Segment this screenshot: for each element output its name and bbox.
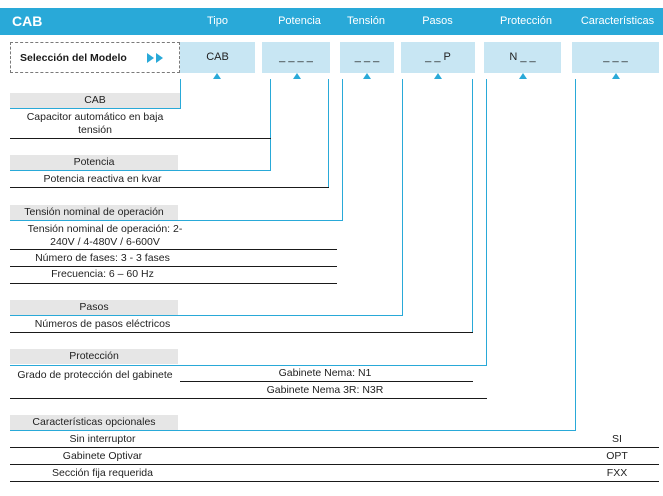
feature-label: Sin interruptor	[69, 433, 136, 445]
section-desc-proteccion: Grado de protección del gabinete	[17, 369, 173, 381]
section-desc-pasos: Números de pasos eléctricos	[34, 318, 171, 330]
divider-line	[10, 266, 337, 267]
section-title-potencia: Potencia	[10, 155, 178, 170]
brand-title: CAB	[12, 13, 43, 29]
play-arrow-icon	[156, 53, 163, 63]
feature-code: FXX	[606, 467, 628, 479]
section-title-tension: Tensión nominal de operación	[10, 205, 178, 220]
code-cell-potencia: _ _ _ _	[262, 42, 330, 73]
code-cell-tension: _ _ _	[340, 42, 394, 73]
tension-row-frequency: Frecuencia: 6 – 60 Hz	[51, 268, 154, 280]
divider-line	[10, 481, 659, 482]
divider-line	[10, 398, 487, 399]
connector-line	[402, 79, 403, 316]
column-header-tension: Tensión	[347, 15, 385, 27]
section-title-proteccion: Protección	[10, 349, 178, 364]
divider-line	[180, 381, 473, 382]
model-selector-label: Selección del Modelo	[20, 52, 127, 64]
proteccion-option-n3r: Gabinete Nema 3R: N3R	[266, 384, 384, 396]
code-cell-proteccion: N _ _	[484, 42, 561, 73]
tension-row-phases: Número de fases: 3 - 3 fases	[35, 252, 170, 264]
pointer-triangle-icon	[363, 73, 371, 79]
column-header-potencia: Potencia	[278, 15, 321, 27]
feature-label: Gabinete Optivar	[62, 450, 143, 462]
divider-line	[10, 332, 473, 333]
feature-label: Sección fija requerida	[52, 467, 153, 479]
connector-line	[575, 79, 576, 430]
connector-line	[10, 170, 271, 171]
code-cell-caracteristicas: _ _ _	[572, 42, 659, 73]
pointer-triangle-icon	[213, 73, 221, 79]
pointer-triangle-icon	[612, 73, 620, 79]
divider-line	[10, 464, 659, 465]
feature-code: SI	[612, 433, 622, 445]
column-header-tipo: Tipo	[207, 15, 228, 27]
divider-line	[10, 187, 329, 188]
section-title-pasos: Pasos	[10, 300, 178, 315]
column-header-proteccion: Protección	[500, 15, 552, 27]
connector-line	[486, 79, 487, 366]
connector-line	[180, 79, 181, 108]
column-header-pasos: Pasos	[422, 15, 453, 27]
section-title-cab: CAB	[10, 93, 180, 108]
divider-line	[10, 138, 271, 139]
connector-line	[342, 79, 343, 221]
connector-line	[10, 108, 181, 109]
divider-line	[10, 283, 337, 284]
feature-code: OPT	[606, 450, 628, 462]
connector-line	[270, 79, 271, 170]
header-bar	[0, 8, 663, 35]
connector-line	[10, 365, 487, 366]
code-cell-tipo: CAB	[180, 42, 255, 73]
divider-line	[10, 447, 659, 448]
pointer-triangle-icon	[519, 73, 527, 79]
connector-line	[10, 220, 343, 221]
connector-line	[10, 315, 403, 316]
column-header-caracteristicas: Características	[580, 15, 655, 27]
section-desc-potencia: Potencia reactiva en kvar	[43, 173, 162, 185]
code-cell-pasos: _ _ P	[401, 42, 475, 73]
connector-line	[328, 79, 329, 187]
connector-line	[472, 79, 473, 332]
section-title-caracteristicas: Características opcionales	[10, 415, 178, 430]
section-desc-cab: Capacitor automático en baja tensión	[26, 111, 164, 136]
pointer-triangle-icon	[293, 73, 301, 79]
connector-line	[10, 430, 576, 431]
play-arrow-icon	[147, 53, 154, 63]
proteccion-option-n1: Gabinete Nema: N1	[278, 367, 372, 379]
divider-line	[10, 249, 337, 250]
pointer-triangle-icon	[434, 73, 442, 79]
tension-row-voltage: Tensión nominal de operación: 2-240V / 4…	[27, 223, 183, 248]
